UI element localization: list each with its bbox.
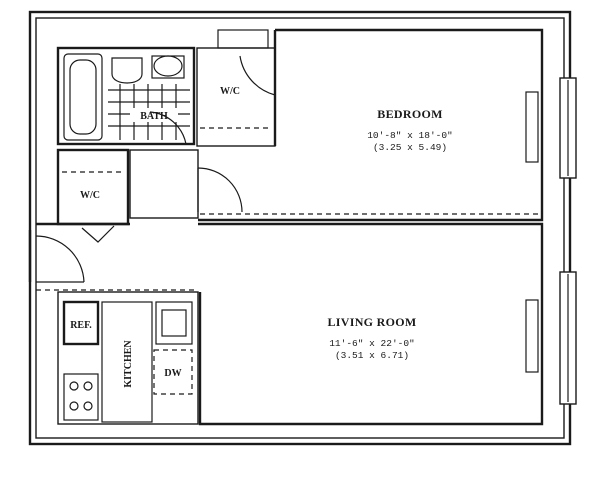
dishwasher [153, 349, 193, 395]
upper-closet [196, 29, 276, 147]
sink [153, 55, 183, 77]
lower-closet-door-arrow [81, 225, 115, 243]
ref-label: REF. [70, 320, 92, 331]
bedroom-name: BEDROOM [377, 107, 442, 121]
living-room [36, 222, 544, 426]
upper-closet-shelf [217, 29, 269, 49]
lower-wc-label: W/C [80, 190, 100, 201]
bathroom-walls [56, 46, 196, 146]
windows [525, 77, 577, 405]
hallway-walls [129, 149, 199, 219]
hall-door-swing [197, 167, 243, 213]
outer-wall-rect [28, 10, 572, 446]
bathroom [56, 46, 196, 146]
stove-burner-3 [69, 401, 79, 411]
living-room-name: LIVING ROOM [328, 315, 417, 329]
living-room-radiator [525, 299, 539, 373]
kitchen-sink-basin [161, 309, 187, 337]
kitchen-sink [155, 301, 193, 345]
dw-label: DW [164, 368, 181, 379]
bathtub-basin [69, 59, 97, 135]
bath-label: BATH [140, 111, 168, 122]
stove-burner-4 [83, 401, 93, 411]
kitchen-walls [57, 291, 199, 425]
entry-door-swing [35, 235, 85, 283]
refrigerator [62, 300, 100, 346]
entry [28, 230, 85, 283]
living-room-walls [198, 222, 544, 426]
living-room-dim-imperial: 11'-6" x 22'-0" [329, 338, 415, 349]
living-room-dim-metric: (3.51 x 6.71) [335, 350, 409, 361]
outer-walls [28, 10, 572, 446]
bedroom-walls [198, 28, 544, 222]
upper-closet-door-swing [239, 55, 276, 96]
upper-closet-walls [196, 47, 276, 147]
bathtub [63, 53, 103, 141]
inner-wall-rect [35, 17, 565, 439]
toilet [111, 57, 143, 84]
stove [63, 373, 99, 421]
kitchen-label: KITCHEN [123, 340, 134, 388]
kitchen-counter [101, 301, 153, 423]
bedroom-dim-metric: (3.25 x 5.49) [373, 142, 447, 153]
upper-wc-label: W/C [220, 86, 240, 97]
labels: BEDROOM 10'-8" x 18'-0" (3.25 x 5.49) LI… [70, 86, 453, 388]
stove-burner-1 [69, 381, 79, 391]
bedroom-dim-imperial: 10'-8" x 18'-0" [367, 130, 453, 141]
kitchen [57, 291, 199, 425]
lower-closet-walls [56, 148, 130, 226]
bathroom-door-swing [149, 111, 187, 145]
bedroom-radiator [525, 91, 539, 163]
sink-counter [151, 55, 185, 79]
bedroom [198, 28, 544, 222]
stove-burner-2 [83, 381, 93, 391]
